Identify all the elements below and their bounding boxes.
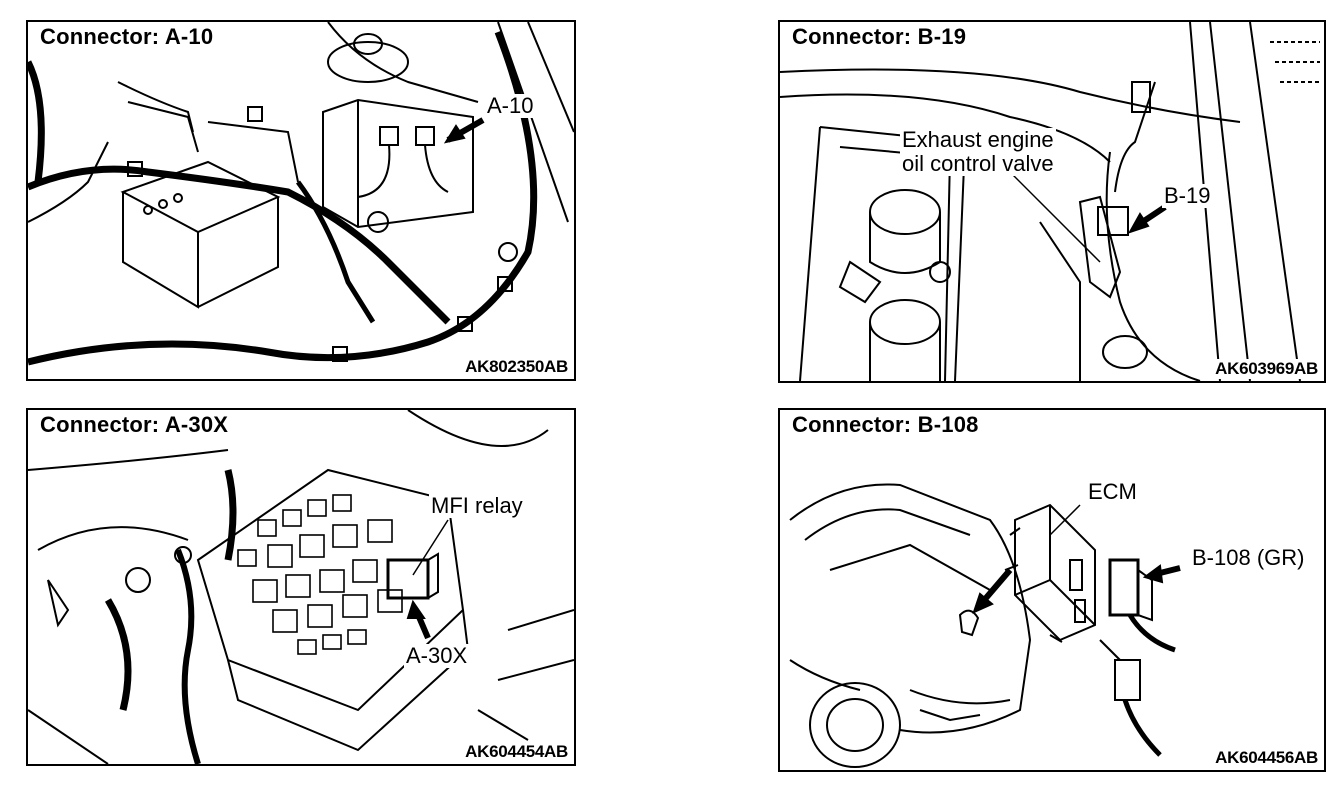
- connector-callout-label: B-108 (GR): [1190, 545, 1307, 570]
- vehicle-ecm-illustration-b108: [789, 483, 1181, 768]
- panel-title: Connector: B-108: [788, 412, 983, 438]
- diagram-panel-a30x: Connector: A-30X MFI relay A-30X AK60445…: [26, 408, 576, 766]
- diagram-panel-b108: Connector: B-108 ECM B-108 (GR) AK604456…: [778, 408, 1326, 772]
- engine-top-illustration-b19: [780, 22, 1320, 381]
- panel-title: Connector: B-19: [788, 24, 971, 50]
- component-callout-line1: Exhaust engine: [900, 127, 1056, 152]
- component-callout-label: MFI relay: [429, 493, 525, 518]
- figure-code: AK604454AB: [463, 742, 570, 762]
- relay-box-illustration-a30x: [28, 410, 574, 764]
- component-callout-line2: oil control valve: [900, 151, 1056, 176]
- panel-title: Connector: A-30X: [36, 412, 233, 438]
- figure-code: AK802350AB: [463, 357, 570, 377]
- engine-bay-illustration-a10: [28, 22, 574, 366]
- figure-code: AK603969AB: [1213, 359, 1320, 379]
- diagram-panel-a10: Connector: A-10 A-10 AK802350AB: [26, 20, 576, 381]
- connector-callout-label: B-19: [1162, 183, 1213, 208]
- panel-title: Connector: A-10: [36, 24, 218, 50]
- component-callout-label: ECM: [1086, 479, 1139, 504]
- diagram-panel-b19: Connector: B-19 Exhaust engine oil contr…: [778, 20, 1326, 383]
- connector-callout-label: A-30X: [404, 643, 470, 668]
- figure-code: AK604456AB: [1213, 748, 1320, 768]
- connector-callout-label: A-10: [485, 93, 536, 118]
